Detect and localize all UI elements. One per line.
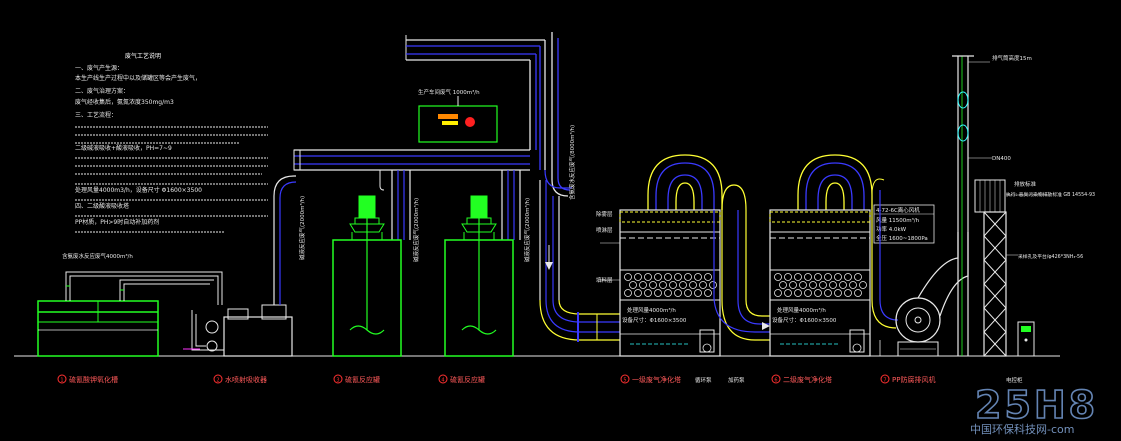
fan-spec-line: 全压 1600~1800Pa	[876, 234, 928, 242]
purification-tower-1	[600, 154, 723, 357]
pipe-label-c: 碱液反应废气(2000m³/h)	[523, 198, 531, 262]
tower2-size-label: 设备尺寸：Φ1600×3500	[772, 316, 837, 324]
notes-line: PP材质，PH>9时自动补加药剂	[75, 218, 159, 226]
purification-tower-2	[769, 154, 873, 357]
main-header-pipe	[293, 149, 530, 240]
site-watermark: 25H8 中国环保科技网-com	[970, 382, 1098, 436]
notes-title: 废气工艺说明	[125, 52, 161, 60]
watermark-site: 中国环保科技网-com	[970, 422, 1074, 436]
control-panel-box	[418, 96, 498, 143]
notes-line: 一、废气产生源：	[75, 64, 123, 72]
stack-mid-label: 排放标准	[1014, 180, 1037, 188]
stack-pipe-label: DN400	[992, 156, 1011, 162]
tower-layer-label: 除雾层	[596, 210, 613, 218]
electric-control-cabinet	[1017, 321, 1035, 357]
fan-inlet-duct	[871, 178, 899, 356]
fan-spec-line: 风量 11500m³/h	[876, 217, 920, 224]
legend-number: 6	[774, 378, 777, 384]
legend-label: PP防腐排风机	[892, 375, 935, 384]
legend-label: 加药泵	[728, 376, 745, 384]
reaction-tank-2	[444, 195, 514, 357]
notes-line: 三、工艺流程：	[75, 111, 117, 119]
legend-label: 硫氰酸钾氧化槽	[69, 375, 118, 384]
fan-spec-title: 4-72-6C离心风机	[876, 206, 920, 214]
legend-number: 5	[623, 378, 626, 384]
notes-line: 二级碱液吸收+酸液吸收，PH=7~9	[75, 144, 172, 152]
fan-spec-box	[873, 204, 935, 244]
tower1-size-label: 设备尺寸：Φ1600×3500	[622, 316, 687, 324]
notes-line: 本生产线生产过程中以及储罐区等会产生废气，	[75, 74, 201, 82]
watermark-logo: 25H8	[975, 383, 1098, 427]
tower-layer-label: 喷淋层	[596, 226, 613, 234]
legend-label: 一级废气净化塔	[632, 375, 681, 384]
legend-label: 二级废气净化塔	[783, 375, 832, 384]
legend-number: 3	[336, 378, 339, 384]
tower2-air-label: 处理风量4000m³/h	[777, 306, 826, 314]
tower-layer-label: 填料层	[596, 276, 613, 284]
main-riser-label: 含氨废水反应废气(8000m³/h)	[568, 125, 576, 200]
legend-label: 硫氰反应罐	[345, 375, 380, 384]
water-jet-absorber	[183, 175, 297, 357]
notes-line: 处理风量4000m3/h，设备尺寸 Φ1600×3500	[75, 186, 202, 194]
oxidation-tank	[37, 271, 223, 357]
pp-exhaust-fan	[895, 232, 969, 357]
notes-line: 四、二级酸液吸收塔	[75, 202, 129, 210]
inter-tower-duct	[713, 184, 770, 341]
stack-standard-label: 执行: 恶臭污染物排放标准 GB 14554-93	[1006, 191, 1095, 198]
reaction-tank-1	[332, 195, 402, 357]
legend-number: 4	[441, 378, 444, 384]
top-exhaust-duct	[405, 32, 620, 342]
legend-label: 循环泵	[695, 376, 712, 384]
stack-top-label: 排气筒高度15m	[992, 54, 1032, 62]
fan-spec-line: 功率 4.0kW	[876, 225, 907, 233]
legend-number: 7	[883, 378, 886, 384]
tower1-air-label: 处理风量4000m³/h	[627, 306, 676, 314]
pipe-label-b: 碱液反应废气(2000m³/h)	[412, 198, 420, 262]
legend-number: 1	[60, 378, 63, 384]
legend-number: 2	[216, 378, 219, 384]
legend-label: 电控柜	[1006, 376, 1023, 384]
pipe-label-a: 碱液反应废气(2000m³/h)	[298, 196, 306, 260]
process-notes: 废气工艺说明 一、废气产生源： 本生产线生产过程中以及储罐区等会产生废气， 二、…	[75, 52, 268, 233]
notes-line: 废气经收集后，氨氮浓度350mg/m3	[75, 98, 174, 106]
exhaust-stack	[952, 55, 1050, 357]
gas-source-label: 含氨废水反应废气4000m³/h	[62, 252, 133, 260]
legend-label: 硫氰反应罐	[450, 375, 485, 384]
notes-line: 二、废气治理方案：	[75, 87, 129, 95]
legend-label: 水喷射吸收器	[225, 375, 267, 384]
top-flow-label: 生产车间废气 1000m³/h	[418, 88, 480, 96]
stack-sample-label: 采样孔及平台/φ426*3NH₃-56	[1018, 253, 1083, 260]
equipment-legend: 1 硫氰酸钾氧化槽 2 水喷射吸收器 3 硫氰反应罐 4 硫氰反应罐 5 一级废…	[57, 374, 1023, 384]
